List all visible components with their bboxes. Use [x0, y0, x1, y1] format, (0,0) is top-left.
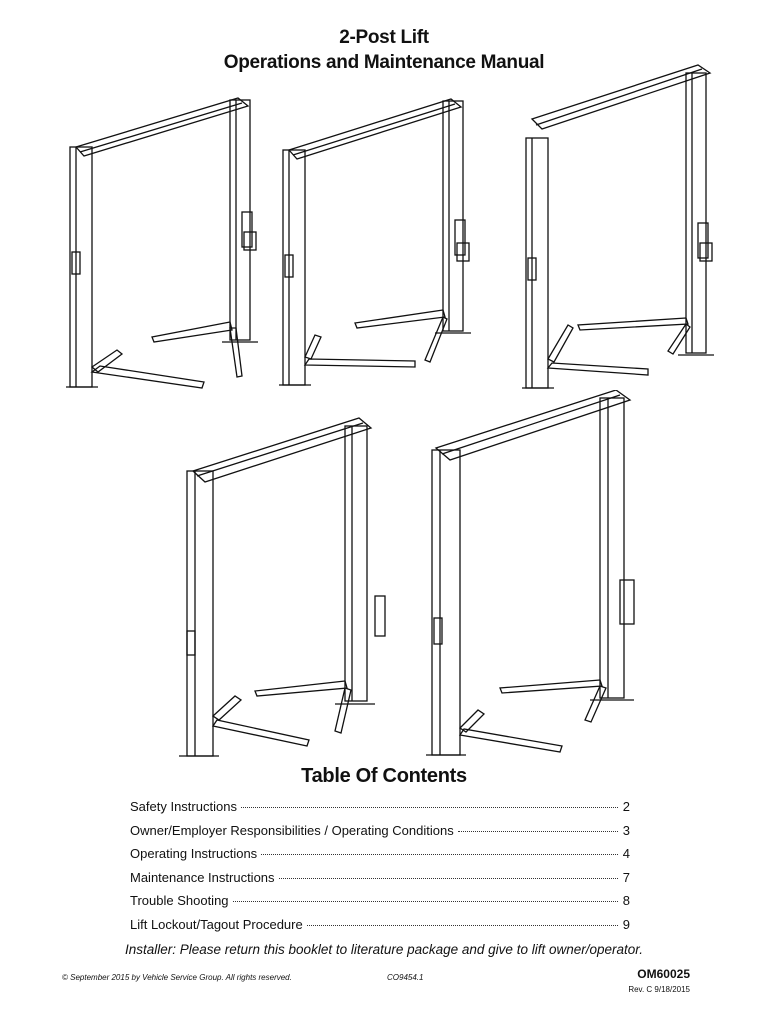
- lift-illustration-4: [175, 416, 390, 761]
- two-post-lift-icon: [66, 97, 258, 389]
- toc-entry-page: 8: [622, 893, 630, 908]
- toc-entry[interactable]: Operating Instructions 4: [130, 843, 630, 867]
- two-post-lift-icon: [279, 98, 471, 386]
- toc-entry-page: 9: [622, 916, 630, 932]
- toc-entry[interactable]: Trouble Shooting 8: [130, 890, 630, 914]
- two-post-lift-icon: [522, 64, 714, 389]
- toc-heading: Table Of Contents: [301, 765, 467, 787]
- lift-illustration-3: [518, 63, 723, 393]
- document-number: OM60025: [637, 967, 690, 981]
- toc-entry-label: Operating Instructions: [130, 846, 258, 861]
- toc-entry-label: Owner/Employer Responsibilities / Operat…: [130, 822, 454, 838]
- toc-entry-page: 7: [622, 869, 630, 885]
- toc-entry-label: Safety Instructions: [130, 799, 237, 814]
- document-code: CO9454.1: [387, 973, 424, 982]
- installer-note: Installer: Please return this booklet to…: [124, 942, 644, 957]
- lift-illustration-1: [62, 92, 262, 392]
- toc-entry-label: Maintenance Instructions: [130, 869, 275, 885]
- toc-leader-dots: [457, 817, 618, 832]
- toc-entry[interactable]: Maintenance Instructions 7: [130, 867, 630, 891]
- copyright-notice: © September 2015 by Vehicle Service Grou…: [62, 973, 292, 982]
- revision-info: Rev. C 9/18/2015: [628, 985, 690, 994]
- lift-illustration-5: [420, 390, 645, 765]
- toc-leader-dots: [232, 887, 618, 902]
- toc-entry-label: Lift Lockout/Tagout Procedure: [130, 916, 303, 932]
- toc-leader-dots: [240, 793, 618, 808]
- toc-entry[interactable]: Owner/Employer Responsibilities / Operat…: [130, 820, 630, 844]
- toc-leader-dots: [306, 911, 618, 926]
- table-of-contents: Safety Instructions 2 Owner/Employer Res…: [130, 796, 630, 937]
- lift-illustration-2: [275, 95, 475, 390]
- toc-leader-dots: [278, 864, 618, 879]
- title-line-2: Operations and Maintenance Manual: [223, 52, 545, 73]
- toc-entry-page: 2: [622, 799, 630, 814]
- toc-entry-page: 3: [622, 822, 630, 838]
- toc-entry[interactable]: Lift Lockout/Tagout Procedure 9: [130, 914, 630, 938]
- title-line-1: 2-Post Lift: [339, 27, 429, 48]
- toc-entry-page: 4: [622, 846, 630, 861]
- toc-leader-dots: [261, 840, 618, 855]
- toc-entry[interactable]: Safety Instructions 2: [130, 796, 630, 820]
- two-post-lift-icon: [179, 417, 386, 757]
- two-post-lift-icon: [426, 390, 635, 756]
- toc-entry-label: Trouble Shooting: [130, 893, 229, 908]
